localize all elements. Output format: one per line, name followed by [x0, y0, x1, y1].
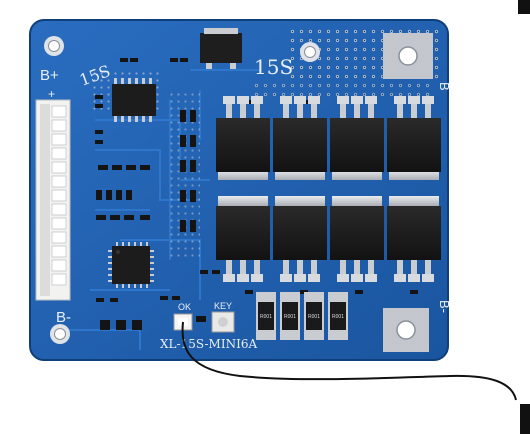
- shunt-marking: R001: [260, 314, 272, 320]
- mosfet: [273, 196, 327, 282]
- microcontroller-chip: [108, 242, 154, 288]
- mosfet: [330, 196, 384, 282]
- mosfet: [216, 96, 270, 180]
- mosfet: [387, 196, 441, 282]
- label-b-plus: B+: [40, 67, 59, 84]
- label-key: KEY: [214, 301, 232, 311]
- sensor-wire: [181, 321, 517, 401]
- pcb-board-edge: [29, 19, 449, 361]
- shunt-resistors: R001 R001 R001 R001: [256, 292, 348, 340]
- label-plus: +: [48, 87, 55, 101]
- shunt-resistor: R001: [304, 292, 324, 340]
- voltage-regulator-chip: [200, 28, 242, 69]
- mounting-hole-top-center: [300, 42, 320, 62]
- shunt-marking: R001: [332, 314, 344, 320]
- key-switch: [211, 311, 235, 333]
- mosfet-array: [216, 96, 441, 282]
- balance-connector: [35, 99, 71, 301]
- label-b-minus-left: B-: [56, 309, 71, 326]
- label-series-right: 15S: [254, 55, 293, 79]
- shunt-resistor: R001: [280, 292, 300, 340]
- terminal-pad-bottom: [383, 308, 429, 352]
- label-model: XL-15S-MINI6A: [160, 337, 257, 351]
- mosfet: [330, 96, 384, 180]
- led-resistor: [196, 316, 206, 322]
- mosfet: [387, 96, 441, 180]
- via-field-2: [250, 80, 430, 98]
- mounting-hole-top-left: [44, 36, 64, 56]
- label-ok: OK: [178, 302, 191, 312]
- shunt-marking: R001: [308, 314, 320, 320]
- mosfet: [216, 196, 270, 282]
- terminal-pad-top: [383, 33, 433, 79]
- edge-bar-top: [518, 0, 530, 14]
- mosfet: [273, 96, 327, 180]
- shunt-marking: R001: [284, 314, 296, 320]
- edge-bar-bottom: [520, 404, 530, 434]
- label-b-right: B: [437, 82, 452, 91]
- shunt-resistor: R001: [328, 292, 348, 340]
- label-b-minus-right: B-: [437, 300, 452, 313]
- ic-chip-upper: [112, 78, 156, 122]
- shunt-resistor: R001: [256, 292, 276, 340]
- mounting-hole-bottom-left: [50, 324, 70, 344]
